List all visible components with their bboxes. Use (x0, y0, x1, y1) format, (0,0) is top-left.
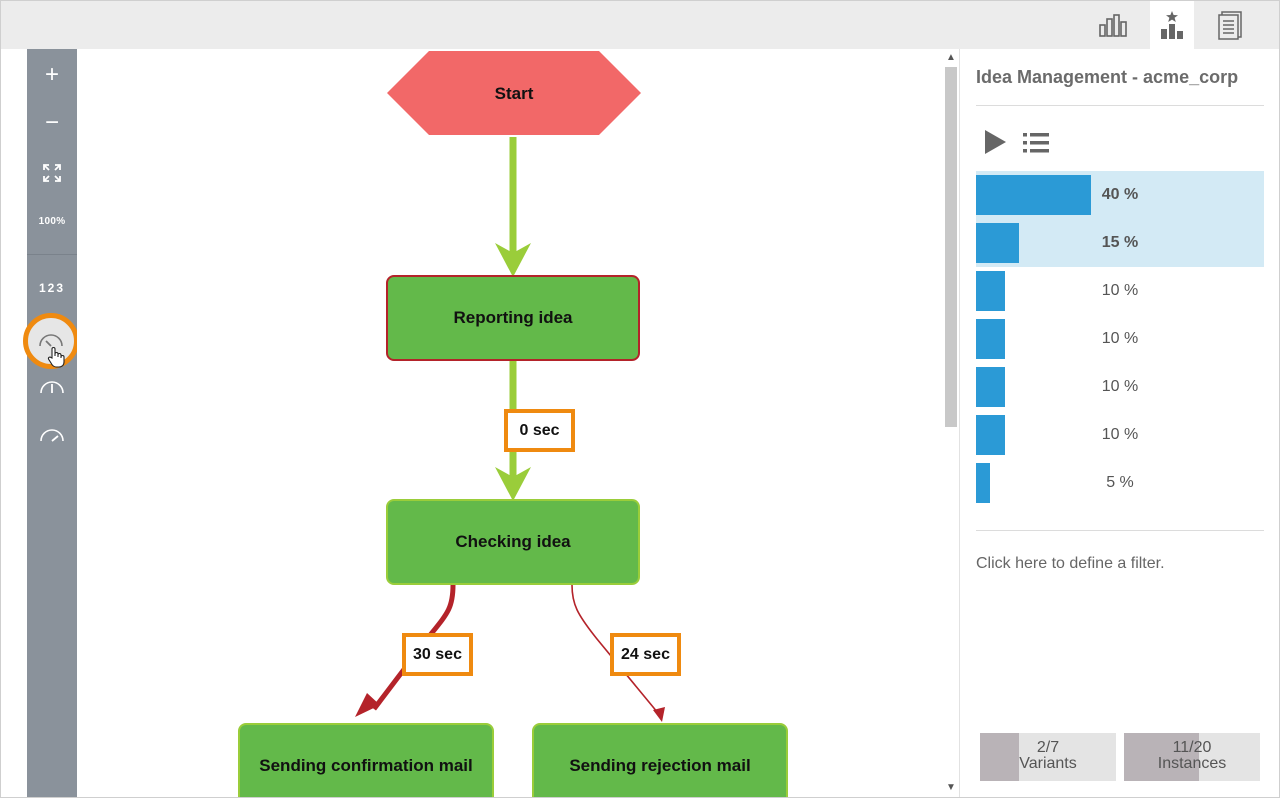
activity-node-sending-rejection-mail[interactable]: Sending rejection mail (532, 723, 788, 797)
variant-row[interactable]: 15 % (976, 219, 1264, 267)
instances-label: Instances (1157, 755, 1227, 772)
variant-row[interactable]: 10 % (976, 315, 1264, 363)
variant-share-bar (976, 319, 1005, 359)
variant-percentage: 10 % (1101, 330, 1139, 347)
zoom-in-button[interactable]: + (27, 51, 77, 99)
activity-label: Checking idea (455, 532, 571, 551)
toolbar-divider (27, 254, 77, 255)
start-node[interactable]: Start (417, 77, 611, 111)
scroll-thumb[interactable] (945, 67, 957, 427)
variant-percentage: 10 % (1101, 282, 1139, 299)
gauge-slow-icon (39, 334, 63, 347)
start-node-label: Start (494, 84, 534, 103)
panel-divider-bottom (976, 530, 1264, 531)
instances-count-text: 11/20 Instances (1124, 740, 1260, 772)
edge-arrow (355, 693, 380, 717)
list-view-button[interactable] (1022, 131, 1050, 155)
panel-divider-top (976, 105, 1264, 106)
edge-arrow (495, 243, 531, 277)
variant-share-bar (976, 223, 1019, 263)
star-chart-icon (1161, 11, 1183, 39)
variants-progress-fill (980, 733, 1019, 781)
variant-percentage: 10 % (1101, 426, 1139, 443)
activity-node-reporting-idea[interactable]: Reporting idea (386, 275, 640, 361)
activity-node-checking-idea[interactable]: Checking idea (386, 499, 640, 585)
variant-share-bar (976, 175, 1091, 215)
variants-count: 2/7 (1036, 739, 1060, 756)
activity-label: Sending confirmation mail (259, 756, 473, 775)
variant-row[interactable]: 10 % (976, 267, 1264, 315)
panel-title: Idea Management - acme_corp (976, 67, 1239, 87)
edge-checking-rejection (571, 584, 659, 714)
list-icon (1023, 133, 1049, 153)
variant-share-bar (976, 367, 1005, 407)
duration-text: 0 sec (519, 421, 560, 439)
variants-label: Variants (1019, 755, 1077, 772)
speed-fast-button[interactable] (27, 411, 77, 459)
speed-slow-button[interactable] (23, 313, 79, 369)
scroll-down-icon[interactable]: ▼ (946, 782, 956, 793)
zoom-reset-button[interactable]: 100% (27, 197, 77, 245)
variant-share-bar (976, 415, 1005, 455)
variant-share-bar (976, 463, 990, 503)
top-toolbar (1, 1, 1279, 49)
edge-arrow (495, 467, 531, 501)
zoom-level-label: 100% (38, 215, 66, 227)
duration-label-reporting-checking: 0 sec (504, 409, 575, 452)
variants-panel: Idea Management - acme_corp 40 % 15 % 10 %… (960, 49, 1279, 797)
tab-starred-chart[interactable] (1150, 1, 1194, 49)
tab-variants-chart[interactable] (1091, 1, 1135, 49)
diagram-toolbar: + − 100% 123 (27, 49, 77, 797)
variants-count-text: 2/7 Variants (980, 740, 1116, 772)
start-node-shape (387, 51, 641, 135)
gauge-fast-icon (40, 429, 64, 442)
activity-node-sending-confirmation-mail[interactable]: Sending confirmation mail (238, 723, 494, 797)
play-icon (985, 130, 1006, 154)
panel-divider (959, 49, 960, 797)
duration-text: 24 sec (621, 645, 670, 663)
hand-pointer-icon (47, 347, 65, 368)
instances-progress-fill (1124, 733, 1199, 781)
tab-document[interactable] (1208, 1, 1252, 49)
speed-medium-button[interactable] (27, 363, 77, 411)
scroll-up-icon[interactable]: ▲ (946, 52, 956, 63)
process-diagram-canvas[interactable]: Start Reporting idea Checking idea Sendi… (77, 49, 943, 797)
activity-label: Sending rejection mail (569, 756, 751, 775)
bar-chart-icon (1099, 14, 1127, 37)
define-filter-link[interactable]: Click here to define a filter. (976, 555, 1165, 572)
fit-screen-button[interactable] (27, 149, 77, 197)
zoom-out-button[interactable]: − (27, 99, 77, 147)
plus-icon: + (44, 61, 59, 88)
variants-count-box: 2/7 Variants (980, 733, 1116, 781)
play-button[interactable] (982, 129, 1008, 155)
minus-icon: − (44, 109, 59, 136)
instances-count-box: 11/20 Instances (1124, 733, 1260, 781)
activity-label: Reporting idea (453, 308, 573, 327)
variant-row[interactable]: 40 % (976, 171, 1264, 219)
duration-text: 30 sec (413, 645, 462, 663)
variant-percentage: 40 % (1101, 186, 1139, 203)
instances-count: 11/20 (1172, 739, 1212, 756)
document-icon (1218, 11, 1242, 40)
duration-label-checking-confirmation: 30 sec (402, 633, 473, 676)
edge-arrow (653, 707, 665, 722)
variant-percentage: 15 % (1101, 234, 1139, 251)
fit-screen-icon (43, 164, 61, 182)
variant-share-bar (976, 271, 1005, 311)
duration-label-checking-rejection: 24 sec (610, 633, 681, 676)
canvas-scrollbar[interactable]: ▲ ▼ (943, 49, 959, 797)
variant-row[interactable]: 10 % (976, 363, 1264, 411)
numbering-label: 123 (38, 281, 66, 295)
variant-percentage: 10 % (1101, 378, 1139, 395)
variant-percentage: 5 % (1106, 474, 1134, 491)
gauge-medium-icon (40, 381, 64, 394)
numbering-button[interactable]: 123 (27, 264, 77, 312)
variant-row[interactable]: 10 % (976, 411, 1264, 459)
variant-row[interactable]: 5 % (976, 459, 1264, 507)
